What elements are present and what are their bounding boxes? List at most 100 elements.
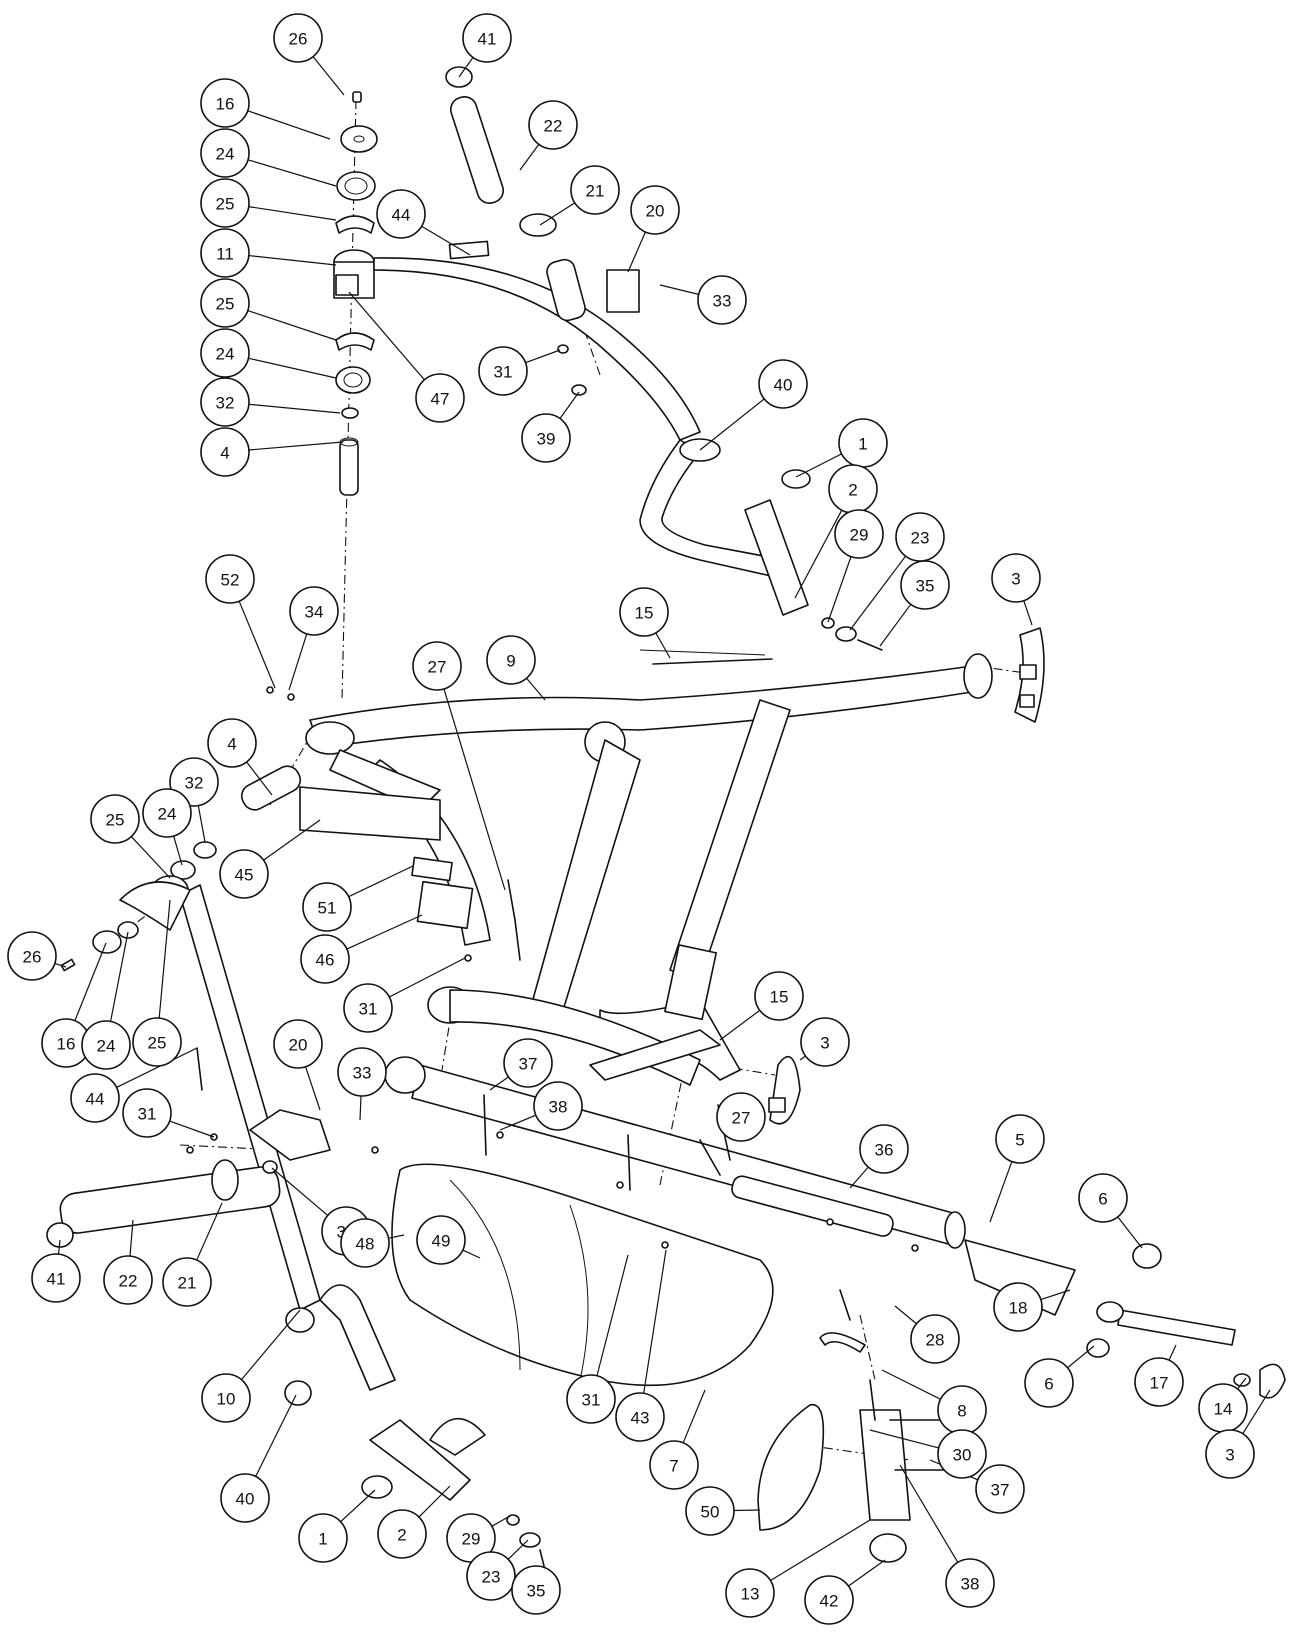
leader-line-10 [240,1309,301,1381]
callout-number: 44 [86,1090,105,1109]
leader-line-6 [1117,1216,1143,1249]
callout-44: 44 [376,189,426,239]
leader-line-44 [421,225,471,256]
leader-line-25 [248,206,337,221]
callout-circle [7,931,57,981]
callout-circle [298,1513,348,1563]
callout-number: 44 [392,206,411,225]
leader-line-48 [388,1234,405,1239]
callout-4: 4 [207,718,257,768]
callout-circle [219,849,269,899]
callout-37: 37 [975,1464,1025,1514]
callout-circle [343,983,393,1033]
callout-number: 52 [221,571,240,590]
leader-line-25 [130,836,171,879]
leader-line-24 [109,931,129,1022]
leader-line-40 [699,398,765,451]
callout-number: 35 [527,1582,546,1601]
callout-circle [630,185,680,235]
callout-circle [200,178,250,228]
callout-circle [81,1020,131,1070]
callout-number: 32 [185,774,204,793]
callout-14: 14 [1198,1383,1248,1433]
callout-circle [1078,1173,1128,1223]
leader-line-31 [525,349,561,364]
leader-line-40 [255,1394,297,1477]
callout-number: 24 [216,145,235,164]
leader-line-36 [849,1166,869,1189]
callout-38: 38 [533,1081,583,1131]
callout-number: 23 [911,529,930,548]
callout-37: 37 [503,1038,553,1088]
callout-number: 31 [359,1000,378,1019]
leader-line-45 [263,819,321,861]
callout-7: 7 [649,1440,699,1490]
leader-line-16 [247,110,331,140]
leader-line-35 [879,603,912,647]
callout-number: 2 [848,481,857,500]
leader-line-20 [305,1066,321,1111]
leader-line-31 [169,1120,215,1138]
callout-number: 24 [97,1037,116,1056]
callout-26: 26 [273,13,323,63]
callout-1: 1 [838,418,888,468]
callout-number: 15 [635,604,654,623]
leader-line-50 [733,1509,761,1512]
end-caps-right [768,627,1045,1125]
leader-line-51 [348,865,414,898]
leader-line-31 [596,1254,629,1376]
callout-number: 23 [482,1568,501,1587]
leader-line-27 [443,688,506,891]
leader-line-34 [288,633,308,691]
callout-circle [200,278,250,328]
leader-line-26 [54,962,67,968]
callout-number: 22 [119,1272,138,1291]
adjuster-assembly [819,1239,1286,1399]
callout-balloons: 2616242511252432447412221203331394440122… [7,13,1255,1625]
leader-line-44 [116,1047,198,1088]
callout-number: 30 [953,1446,972,1465]
leader-line-4 [248,441,344,451]
callout-circle [415,373,465,423]
callout-20: 20 [273,1019,323,1069]
callout-number: 26 [289,30,308,49]
callout-circle [200,427,250,477]
callout-number: 40 [236,1490,255,1509]
callout-circle [142,788,192,838]
callout-number: 6 [1098,1190,1107,1209]
upper-handlebar [744,469,883,651]
leader-line-4 [246,761,273,796]
leader-line-11 [248,254,337,266]
callout-number: 9 [506,652,515,671]
callout-circle [511,1565,561,1615]
callout-31: 31 [122,1088,172,1138]
callout-number: 45 [235,866,254,885]
leader-line-9 [526,677,546,701]
callout-15: 15 [754,971,804,1021]
callout-4: 4 [200,427,250,477]
callout-circle [200,78,250,128]
callout-number: 41 [47,1270,66,1289]
callout-circle [1134,1357,1184,1407]
callout-51: 51 [302,882,352,932]
callout-circle [503,1038,553,1088]
callout-circle [31,1253,81,1303]
leader-line-1 [340,1489,376,1523]
callout-number: 3 [1011,570,1020,589]
callout-circle [716,1092,766,1142]
callout-circle [122,1088,172,1138]
callout-number: 33 [713,292,732,311]
leader-line-39 [559,391,580,419]
leader-line-38 [899,1464,959,1563]
callout-number: 4 [220,444,229,463]
leader-line-32 [197,805,206,843]
callout-number: 33 [353,1064,372,1083]
leader-line-39 [271,1167,329,1216]
leader-line-22 [519,143,540,171]
callout-circle [486,635,536,685]
callout-43: 43 [615,1392,665,1442]
callout-circle [566,1374,616,1424]
callout-24: 24 [200,328,250,378]
callout-25: 25 [90,794,140,844]
callout-1: 1 [298,1513,348,1563]
